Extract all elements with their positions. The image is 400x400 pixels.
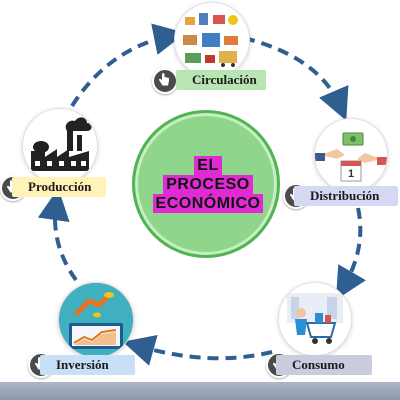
factory-icon <box>31 117 92 171</box>
circulacion-node <box>174 2 250 78</box>
arrow-inversion-to-produccion <box>37 188 78 282</box>
inversion-label: Inversión <box>40 355 135 375</box>
arrow-distribucion-to-consumo <box>335 207 366 300</box>
arrow-consumo-to-inversion <box>122 334 273 366</box>
distribucion-label: Distribución <box>294 186 398 206</box>
center-line-2: PROCESO <box>163 175 253 194</box>
bottom-strip <box>0 382 400 400</box>
svg-text:1: 1 <box>348 168 354 180</box>
inversion-node <box>58 282 134 358</box>
shopping-cart-icon <box>287 293 343 344</box>
center-line-3: ECONÓMICO <box>152 194 264 213</box>
money-exchange-icon: 1 <box>315 132 387 182</box>
pointer-hand-icon <box>159 73 169 86</box>
arrow-produccion-to-circulacion <box>70 23 186 108</box>
center-line-1: EL <box>194 156 222 175</box>
distribucion-node: 1 <box>314 118 388 192</box>
produccion-label: Producción <box>12 177 106 197</box>
logistics-icon <box>183 13 238 67</box>
investment-chart-icon <box>59 283 133 357</box>
center-title: EL PROCESO ECONÓMICO <box>148 156 268 213</box>
circulacion-label: Circulación <box>176 70 266 90</box>
consumo-node <box>278 282 352 356</box>
produccion-node <box>22 108 98 184</box>
circulacion-hand-badge <box>152 68 178 94</box>
consumo-label: Consumo <box>276 355 372 375</box>
arrow-circulacion-to-distribucion <box>243 36 349 121</box>
